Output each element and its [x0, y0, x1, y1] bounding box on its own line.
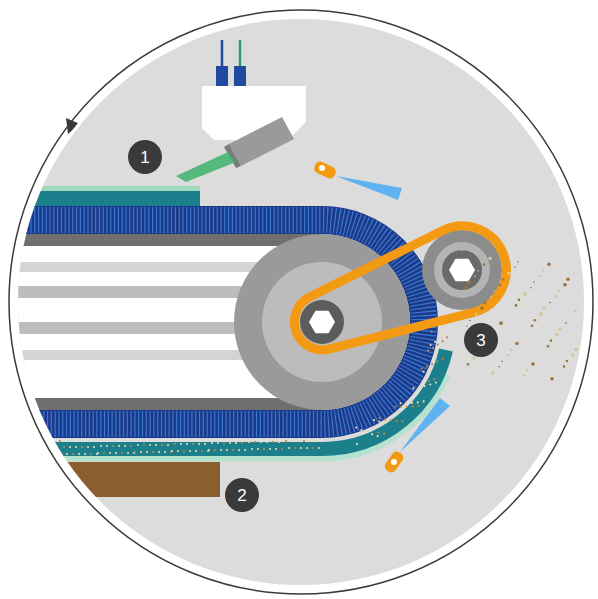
sensor-wire: [221, 40, 224, 70]
clean-layer-edge: [0, 186, 200, 191]
sensor-connector: [216, 66, 228, 86]
sensor-wire: [239, 40, 242, 70]
sensor-beam: [176, 152, 236, 182]
callout-number: 1: [140, 149, 149, 166]
clean-layer: [0, 191, 200, 207]
bristle-strands: [0, 220, 424, 424]
drive-pulley-face: [434, 242, 490, 298]
dirt-deposit: [40, 462, 220, 497]
water-spray: [336, 176, 402, 200]
callout-number: 2: [237, 487, 246, 504]
callout-badge: 2: [225, 478, 259, 512]
callout-badge: 3: [464, 323, 498, 357]
hex-bolt: [449, 259, 475, 282]
pulley-face: [262, 262, 382, 382]
frame-bar: [0, 232, 322, 246]
callout-number: 3: [476, 332, 485, 349]
spray-nozzle: [383, 450, 405, 475]
water-spray: [400, 398, 450, 452]
brush-bristles: [0, 220, 424, 424]
main-hub: [300, 300, 344, 344]
sensor-connector: [234, 66, 246, 86]
frame-bar: [0, 398, 322, 412]
spray-nozzle: [312, 160, 337, 180]
callout-badge: 1: [128, 140, 162, 174]
sensor-head: [229, 117, 294, 166]
hex-bolt: [309, 311, 335, 334]
debris-flying: [461, 250, 578, 381]
drive-hub: [442, 250, 482, 290]
drive-pulley: [422, 230, 502, 310]
